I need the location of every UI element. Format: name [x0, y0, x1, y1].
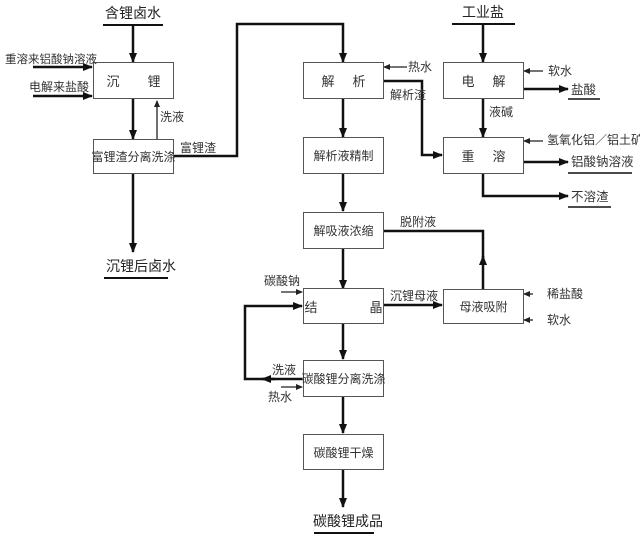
input-lithium-brine: 含锂卤水 [105, 6, 161, 22]
label-wash-liquor-1: 洗液 [160, 110, 185, 124]
output-sodium-aluminate-solution: 铝酸钠溶液 [571, 154, 634, 169]
label-sodium-aluminate-in: 重溶来铝酸钠溶液 [5, 52, 97, 66]
box-text: 解 [492, 75, 506, 90]
label-sodium-carbonate: 碳酸钠 [264, 274, 301, 288]
label-hot-water-1: 热水 [408, 60, 433, 74]
box-carbonate-wash[interactable]: 碳酸锂分离洗涤 [302, 360, 386, 397]
box-lithium-precipitation[interactable]: 沉锂 [93, 62, 174, 99]
box-text: 结 [304, 300, 318, 316]
label-soft-water-1: 软水 [548, 64, 573, 78]
residue-out [481, 174, 569, 200]
box-carbonate-dry[interactable]: 碳酸锂干燥 [303, 434, 384, 470]
box-desorption-concentrate[interactable]: 解吸液浓缩 [303, 212, 384, 249]
box-text: 溶 [492, 150, 506, 165]
box-crystallization[interactable]: 结晶 [303, 288, 384, 324]
label-hot-water-2: 热水 [268, 390, 293, 404]
input-industrial-salt: 工业盐 [462, 5, 504, 21]
label-aluminum-hydroxide-bauxite: 氢氧化铝／铝土矿 [547, 133, 640, 147]
label-hcl-in: 电解来盐酸 [29, 80, 90, 94]
output-hydrochloric-acid: 盐酸 [571, 82, 597, 97]
box-rich-slag-wash[interactable]: 富锂渣分离洗涤 [92, 139, 176, 174]
box-text: 重 [461, 150, 475, 165]
box-text: 晶 [369, 300, 383, 316]
label-liquid-caustic: 液碱 [489, 105, 514, 119]
box-text: 锂 [147, 75, 161, 90]
box-electrolysis[interactable]: 电解 [443, 62, 524, 99]
desorbed-liquid-line [384, 229, 485, 289]
box-desorption-refine[interactable]: 解析液精制 [303, 137, 384, 174]
box-desorption[interactable]: 解析 [303, 62, 384, 99]
label-lithium-mother-liquor: 沉锂母液 [390, 289, 439, 303]
box-mother-liquor-adsorption[interactable]: 母液吸附 [443, 289, 524, 324]
label-desorbed-liquid: 脱附液 [400, 215, 437, 229]
label-rich-lithium-slag: 富锂渣 [180, 141, 217, 155]
box-text: 沉 [106, 75, 120, 90]
output-lithium-carbonate-product: 碳酸锂成品 [313, 514, 383, 530]
rich-slag-line [173, 22, 347, 158]
box-redissolve[interactable]: 重溶 [443, 137, 524, 174]
label-soft-water-2: 软水 [547, 313, 572, 327]
output-brine-after-precipitation: 沉锂后卤水 [106, 259, 176, 275]
box-text: 解 [321, 75, 335, 90]
label-dilute-hcl: 稀盐酸 [547, 287, 584, 301]
desorption-slag-line [384, 79, 443, 159]
label-wash-liquor-2: 洗液 [272, 363, 297, 377]
box-text: 析 [352, 75, 366, 90]
output-insoluble-residue: 不溶渣 [571, 189, 609, 204]
label-desorption-slag: 解析渣 [390, 88, 427, 102]
box-text: 电 [461, 75, 475, 90]
